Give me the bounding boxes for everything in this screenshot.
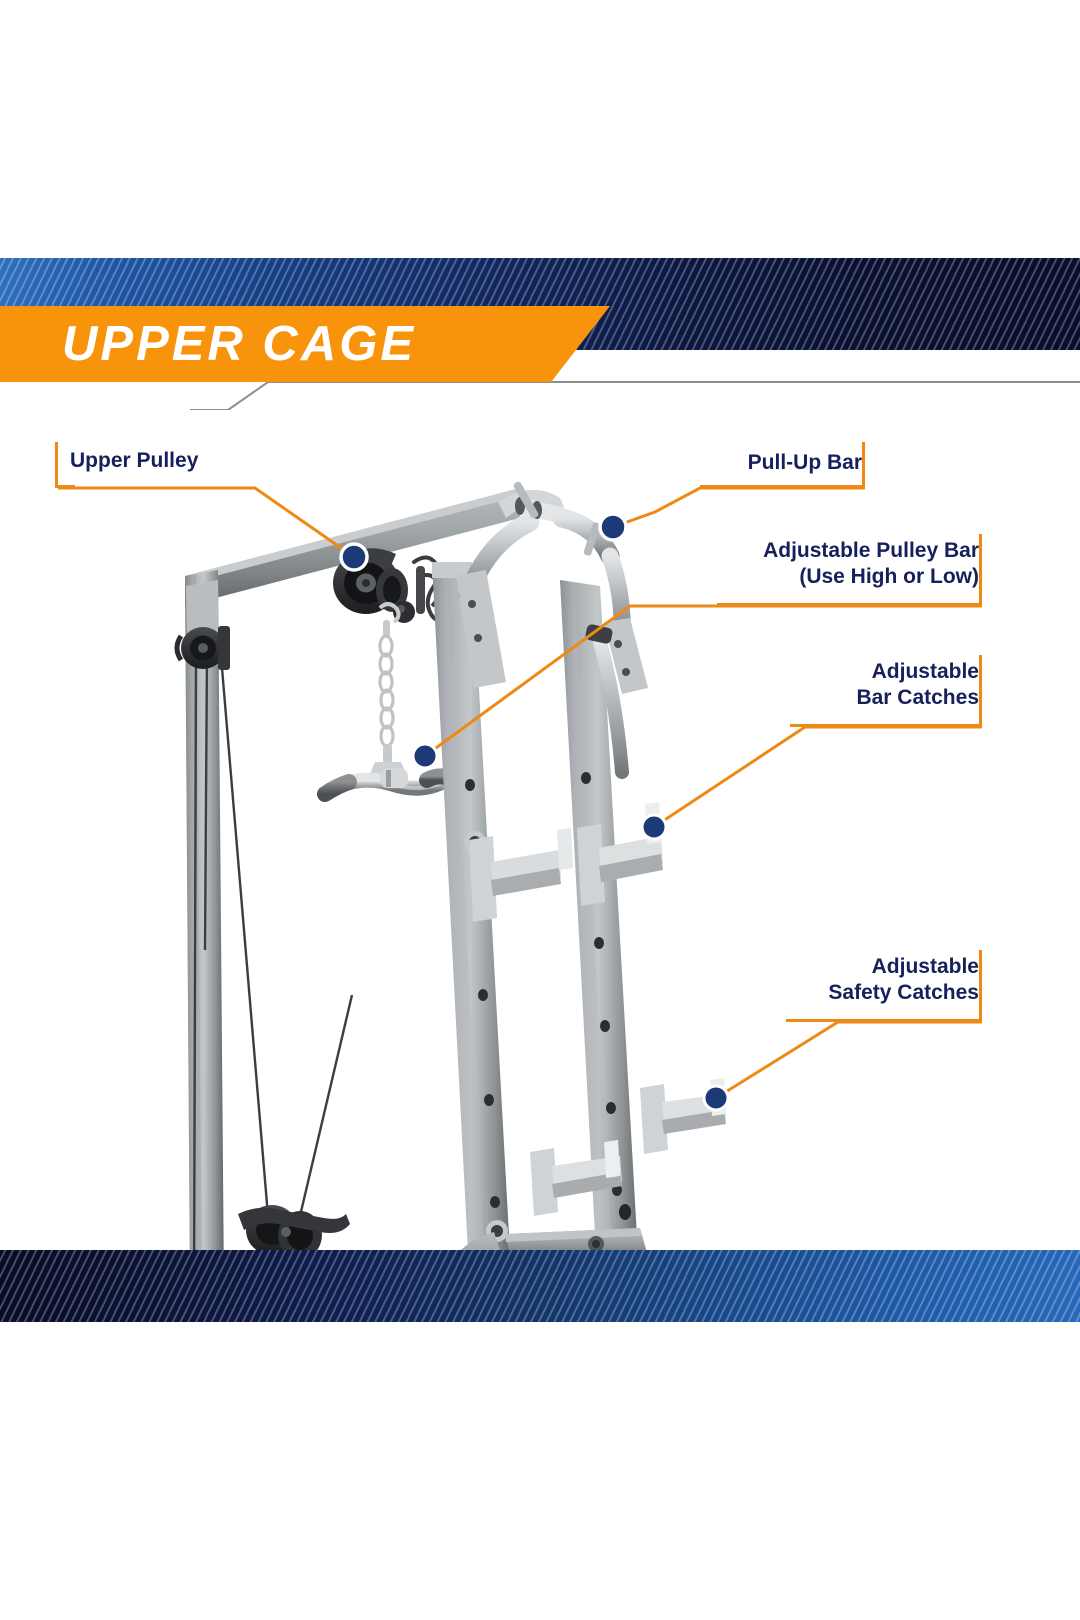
chain-and-lat-bar [317, 602, 457, 802]
upper-pulley-assembly [333, 548, 448, 624]
bottom-banner [0, 1250, 1080, 1322]
bracket-upper-pulley [55, 442, 75, 488]
bottom-banner-gradient [0, 1250, 1080, 1322]
callout-label-adjustable-safety-catches: Adjustable Safety Catches [828, 955, 979, 1004]
cable-left [192, 653, 354, 1290]
adjustable-safety-catches [530, 1078, 726, 1216]
page-title: UPPER CAGE [62, 316, 417, 371]
callout-label-upper-pulley: Upper Pulley [70, 449, 199, 472]
bracket-pull-up-bar [700, 442, 865, 488]
callout-label-pull-up-bar: Pull-Up Bar [747, 451, 862, 474]
bottom-banner-stripes [0, 1250, 1080, 1322]
adjustable-bar-catches [469, 802, 663, 922]
product-illustration [174, 481, 726, 1290]
bracket-adjustable-pulley-bar [717, 534, 982, 606]
bracket-adjustable-bar-catches [790, 655, 982, 727]
bracket-adjustable-safety-catches [786, 950, 982, 1022]
banner-contour-line [190, 381, 1080, 410]
callout-label-adjustable-pulley-bar: Adjustable Pulley Bar (Use High or Low) [763, 539, 979, 588]
title-band: UPPER CAGE [0, 306, 610, 382]
callout-label-adjustable-bar-catches: Adjustable Bar Catches [856, 660, 979, 709]
rear-upper-pulley [174, 626, 230, 670]
